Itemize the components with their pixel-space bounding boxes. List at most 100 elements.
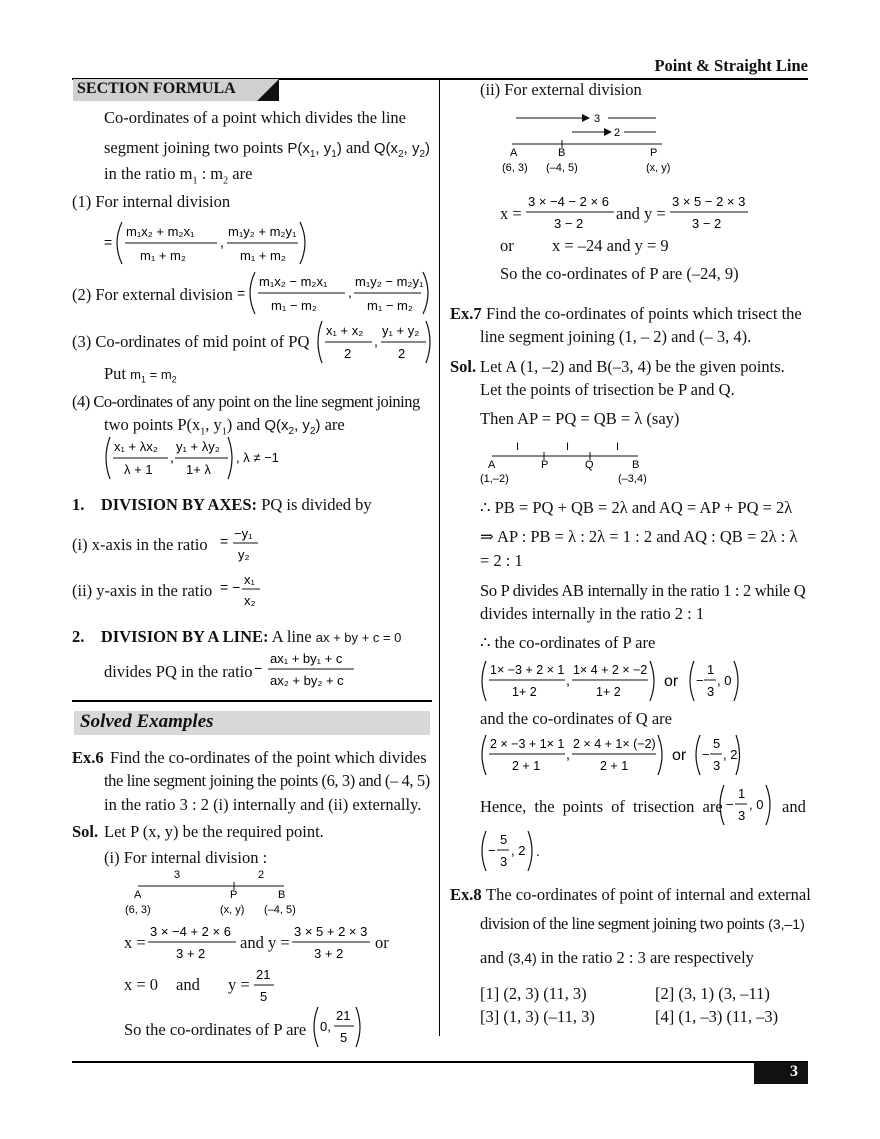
d1-seg2: 2 — [258, 869, 264, 881]
d2-B: B — [558, 147, 565, 159]
svg-text:−: − — [254, 660, 262, 676]
sol6-and: and — [176, 975, 200, 994]
sol6-y-eq: y = — [228, 975, 250, 994]
svg-text:2: 2 — [398, 346, 405, 361]
svg-text:1× 4 + 2 × −2: 1× 4 + 2 × −2 — [573, 663, 647, 677]
svg-text:.: . — [536, 843, 540, 859]
svg-text:,: , — [566, 672, 570, 688]
intro-text-1: Co-ordinates of a point which divides th… — [104, 108, 406, 127]
svg-text:2 × 4 + 1× (−2): 2 × 4 + 1× (−2) — [573, 737, 656, 751]
formula-x-axis: = −y₁ y₂ — [220, 526, 258, 562]
svg-text:m₁x₂ + m₂x₁: m₁x₂ + m₂x₁ — [126, 224, 195, 239]
svg-text:, 0: , 0 — [717, 673, 731, 688]
sol7-line-5: ⇒ AP : PB = λ : 2λ = 1 : 2 and AQ : QB =… — [480, 527, 798, 546]
svg-text:m₁ + m₂: m₁ + m₂ — [140, 248, 186, 263]
formula-y-internal: 3 × 5 + 2 × 3 3 + 2 — [292, 924, 370, 961]
d2-A-coord: (6, 3) — [502, 162, 528, 174]
intro-line-1: Co-ordinates of a point which divides th… — [104, 108, 406, 128]
d2-seg2: 2 — [614, 127, 620, 139]
item-internal-division: (1) For internal division — [72, 192, 231, 211]
svg-text:m₁ + m₂: m₁ + m₂ — [240, 248, 286, 263]
ex6-line-2: the line segment joining the points (6, … — [104, 771, 430, 790]
formula-line-ratio: − ax₁ + by₁ + c ax₂ + by₂ + c — [254, 651, 354, 688]
intro-and: and — [345, 138, 370, 157]
svg-text:I: I — [616, 441, 619, 453]
ext-values: x = –24 and y = 9 — [552, 236, 669, 255]
q-or: or — [672, 747, 687, 764]
footer-rule — [72, 1061, 808, 1063]
sol7-line-1: Let A (1, –2) and B(–3, 4) be the given … — [480, 357, 785, 376]
svg-text:m₁ − m₂: m₁ − m₂ — [271, 298, 317, 313]
svg-text:ax₂ + by₂ + c: ax₂ + by₂ + c — [270, 673, 344, 688]
svg-text:−: − — [726, 797, 734, 812]
svg-text:3 × 5 − 2 × 3: 3 × 5 − 2 × 3 — [672, 194, 745, 209]
d3-A-coord: (1,–2) — [480, 473, 509, 485]
svg-text:0,: 0, — [320, 1019, 331, 1034]
ex8-option-1: [1] (2, 3) (11, 3) — [480, 984, 587, 1003]
svg-text:,: , — [170, 449, 174, 465]
d2-P: P — [650, 147, 657, 159]
svg-text:3: 3 — [500, 854, 507, 869]
svg-text:3: 3 — [707, 684, 714, 699]
d1-P-coord: (x, y) — [220, 904, 244, 916]
svg-text:−: − — [696, 673, 704, 688]
svg-text:,: , — [374, 333, 378, 349]
sol7-and: and — [782, 797, 806, 816]
svg-text:I: I — [566, 441, 569, 453]
svg-text:5: 5 — [500, 832, 507, 847]
formula-p-result: 0, 21 5 — [313, 1006, 361, 1048]
d3-B-coord: (–3,4) — [618, 473, 647, 485]
diagram-external: 3 2 A B P (6, 3) (–4, 5) (x, y) — [502, 113, 670, 174]
intro-line-3: in the ratio m1 : m2 are — [104, 164, 253, 187]
formula-trisect-point-2: − 5 3 , 2 . — [481, 830, 540, 872]
sol6-label: Sol. — [72, 822, 99, 841]
ex6-label: Ex.6 — [72, 748, 104, 767]
formula-y-axis: = − x₁ x₂ — [220, 572, 260, 608]
point-p-formula: P(x1, y1) — [287, 140, 342, 160]
svg-text:3 × −4 + 2 × 6: 3 × −4 + 2 × 6 — [150, 924, 231, 939]
svg-text:x₁ + x₂: x₁ + x₂ — [326, 323, 363, 338]
ext-x-eq: x = — [500, 204, 522, 223]
svg-text:m₁ − m₂: m₁ − m₂ — [367, 298, 413, 313]
svg-text:−: − — [488, 843, 496, 858]
svg-text:1+ λ: 1+ λ — [186, 462, 211, 477]
formula-x-internal: 3 × −4 + 2 × 6 3 + 2 — [148, 924, 236, 961]
sol7-line-2: Let the points of trisection be P and Q. — [480, 380, 735, 399]
sol7-line-7: So P divides AB internally in the ratio … — [480, 581, 806, 600]
svg-text:y₂: y₂ — [238, 547, 250, 562]
svg-text:= −: = − — [220, 579, 240, 595]
svg-text:1× −3 + 2 × 1: 1× −3 + 2 × 1 — [490, 663, 564, 677]
d3-A: A — [488, 459, 496, 471]
sol6-internal: (i) For internal division : — [104, 848, 268, 867]
svg-text:=: = — [104, 234, 112, 250]
formula-y-external: 3 × 5 − 2 × 3 3 − 2 — [670, 194, 748, 231]
svg-text:5: 5 — [713, 736, 720, 751]
sol6-or: or — [375, 933, 389, 952]
svg-text:ax₁ + by₁ + c: ax₁ + by₁ + c — [270, 651, 343, 666]
svg-text:21: 21 — [336, 1008, 350, 1023]
point-q-formula: Q(x2, y2) — [373, 140, 431, 160]
ex7-line-1: Find the co-ordinates of points which tr… — [486, 304, 802, 323]
svg-text:2 + 1: 2 + 1 — [600, 759, 628, 773]
svg-text:2: 2 — [344, 346, 351, 361]
svg-text:3: 3 — [713, 758, 720, 773]
intro-line-2: segment joining two points P(x1, y1) and… — [104, 138, 430, 165]
solved-examples-banner: Solved Examples — [74, 711, 430, 735]
p-or: or — [664, 673, 679, 690]
svg-text:=: = — [237, 285, 245, 301]
svg-text:,: , — [348, 284, 352, 300]
ex8-line-3: and (3,4) in the ratio 2 : 3 are respect… — [480, 948, 754, 967]
ex8-option-2: [2] (3, 1) (3, –11) — [655, 984, 770, 1003]
svg-text:x₁ + λx₂: x₁ + λx₂ — [114, 439, 158, 454]
svg-text:2 + 1: 2 + 1 — [512, 759, 540, 773]
lambda-condition: , λ ≠ −1 — [236, 450, 279, 465]
external-heading: (ii) For external division — [480, 80, 642, 99]
svg-text:m₁y₂ + m₂y₁: m₁y₂ + m₂y₁ — [228, 224, 297, 239]
section-title: SECTION FORMULA — [77, 80, 236, 97]
sol6-text: Let P (x, y) be the required point. — [104, 822, 324, 841]
running-header: Point & Straight Line — [654, 56, 808, 75]
svg-text:21: 21 — [256, 967, 270, 982]
formula-lambda: x₁ + λx₂ λ + 1 , y₁ + λy₂ 1+ λ , λ ≠ −1 — [105, 436, 279, 480]
d1-P: P — [230, 889, 237, 901]
svg-text:1: 1 — [738, 786, 745, 801]
